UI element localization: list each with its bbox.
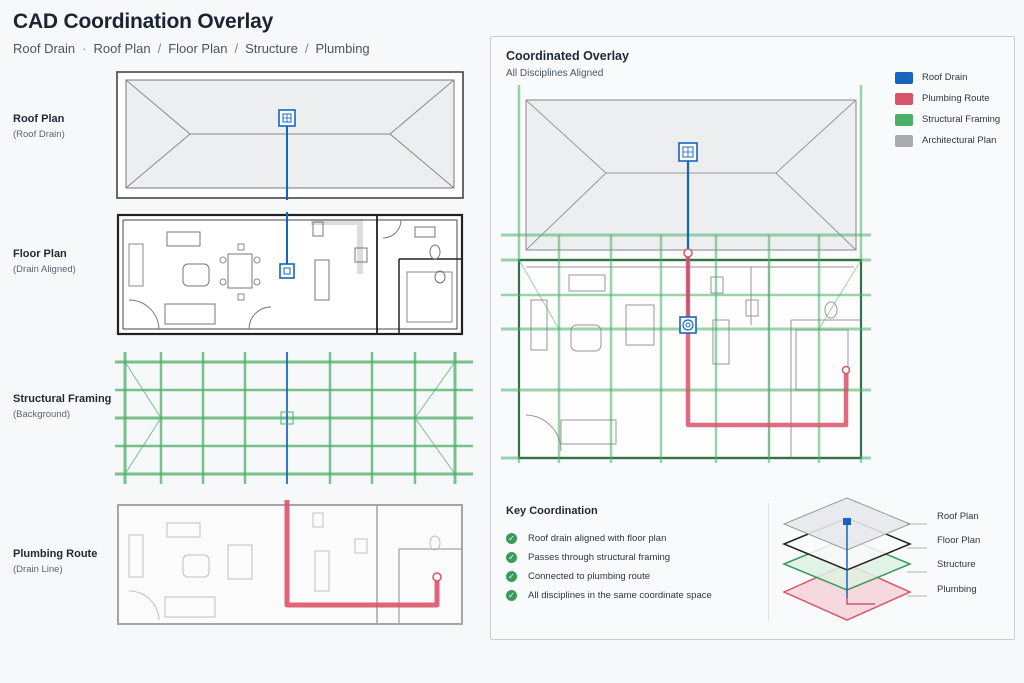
legend-item-architectural-plan: Architectural Plan: [895, 130, 1000, 151]
overlay-subtitle: All Disciplines Aligned: [506, 68, 604, 79]
key-coordination-item: ✓ All disciplines in the same coordinate…: [506, 586, 712, 605]
breadcrumb: Roof Drain · Roof Plan / Floor Plan / St…: [13, 41, 370, 56]
key-coordination-text: Roof drain aligned with floor plan: [528, 533, 667, 544]
overlay-roof-drain-icon: [678, 142, 698, 162]
stack-label-roof-plan: Roof Plan: [937, 511, 979, 522]
check-icon: ✓: [506, 552, 517, 563]
check-icon: ✓: [506, 590, 517, 601]
legend: Roof Drain Plumbing Route Structural Fra…: [895, 67, 1000, 151]
legend-label: Roof Drain: [922, 72, 968, 83]
row-subtitle: (Roof Drain): [13, 129, 65, 140]
key-coordination: Key Coordination ✓ Roof drain aligned wi…: [506, 505, 712, 605]
legend-swatch: [895, 113, 913, 126]
row-label-structural-framing: Structural Framing (Background): [13, 393, 111, 420]
check-icon: ✓: [506, 533, 517, 544]
legend-swatch: [895, 92, 913, 105]
legend-item-roof-drain: Roof Drain: [895, 67, 1000, 88]
row-label-roof-plan: Roof Plan (Roof Drain): [13, 113, 65, 140]
row-label-floor-plan: Floor Plan (Drain Aligned): [13, 248, 76, 275]
breadcrumb-separator: /: [234, 41, 239, 56]
stack-label-plumbing: Plumbing: [937, 584, 977, 595]
legend-swatch: [895, 134, 913, 147]
legend-label: Plumbing Route: [922, 93, 990, 104]
page-title: CAD Coordination Overlay: [13, 10, 274, 33]
key-coordination-text: All disciplines in the same coordinate s…: [528, 590, 712, 601]
pipe-joint-icon: [683, 248, 693, 258]
overlay-drawing: [501, 85, 871, 463]
overlay-floor-drain-icon: [679, 316, 697, 334]
breadcrumb-separator: /: [157, 41, 162, 56]
stack-label-floor-plan: Floor Plan: [937, 535, 981, 546]
drain-penetration: [280, 411, 294, 425]
breadcrumb-separator: /: [304, 41, 309, 56]
key-coordination-item: ✓ Roof drain aligned with floor plan: [506, 529, 712, 548]
key-coordination-title: Key Coordination: [506, 505, 598, 517]
breadcrumb-separator: ·: [82, 41, 87, 56]
row-label-plumbing-route: Plumbing Route (Drain Line): [13, 548, 97, 575]
plumbing-pipe: [284, 500, 440, 608]
plumbing-route-drawing: [117, 500, 463, 625]
overlay-plumbing-pipe: [685, 253, 849, 428]
row-title: Floor Plan: [13, 248, 67, 260]
key-coordination-text: Passes through structural framing: [528, 552, 671, 563]
divider: [768, 503, 769, 621]
layer-stack-diagram: [782, 497, 927, 621]
breadcrumb-item-roof-drain[interactable]: Roof Drain: [13, 41, 76, 56]
breadcrumb-item-floor-plan[interactable]: Floor Plan: [168, 41, 228, 56]
roof-plan-drawing: [116, 71, 464, 200]
stack-drain-icon: [843, 518, 851, 525]
floor-drain-icon: [279, 263, 295, 279]
row-title: Roof Plan: [13, 113, 65, 125]
row-subtitle: (Drain Aligned): [13, 264, 76, 275]
roof-drain-icon: [278, 109, 296, 127]
key-coordination-item: ✓ Passes through structural framing: [506, 548, 712, 567]
coordinated-overlay-panel: Coordinated Overlay All Disciplines Alig…: [490, 36, 1015, 640]
row-title: Plumbing Route: [13, 548, 98, 560]
fixture-connection-icon: [432, 572, 442, 582]
key-coordination-item: ✓ Connected to plumbing route: [506, 567, 712, 586]
key-coordination-text: Connected to plumbing route: [528, 571, 650, 582]
breadcrumb-item-plumbing[interactable]: Plumbing: [315, 41, 370, 56]
legend-label: Architectural Plan: [922, 135, 997, 146]
check-icon: ✓: [506, 571, 517, 582]
legend-item-structural-framing: Structural Framing: [895, 109, 1000, 130]
structural-framing-drawing: [115, 352, 473, 484]
legend-label: Structural Framing: [922, 114, 1001, 125]
legend-item-plumbing-route: Plumbing Route: [895, 88, 1000, 109]
stack-label-structure: Structure: [937, 559, 976, 570]
fixture-connection-icon: [841, 365, 851, 375]
row-subtitle: (Drain Line): [13, 564, 63, 575]
breadcrumb-item-structure[interactable]: Structure: [245, 41, 298, 56]
row-title: Structural Framing: [13, 393, 112, 405]
floor-plan-drawing: [116, 212, 464, 336]
breadcrumb-item-roof-plan[interactable]: Roof Plan: [93, 41, 151, 56]
overlay-title: Coordinated Overlay: [506, 49, 629, 63]
legend-swatch: [895, 71, 913, 84]
row-subtitle: (Background): [13, 409, 71, 420]
